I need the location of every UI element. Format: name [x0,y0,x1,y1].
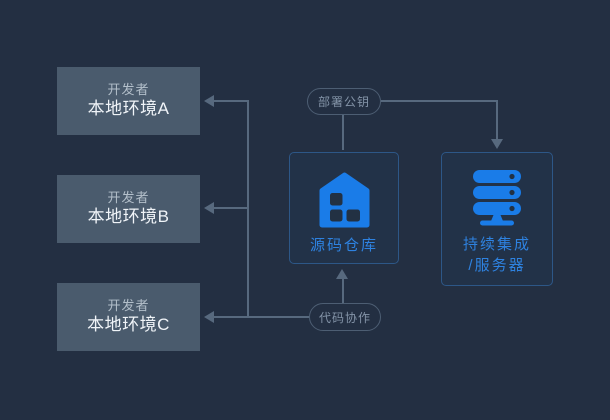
arrow-left-icon-b [204,202,214,214]
repository-house-icon [317,172,372,228]
arrow-left-icon-a [204,95,214,107]
developer-box-b: 开发者 本地环境B [57,175,200,243]
developer-role-label: 开发者 [107,297,150,313]
connector-pill-to-repo [342,114,344,150]
developer-box-a: 开发者 本地环境A [57,67,200,135]
arrow-left-icon-c [204,311,214,323]
ci-server-label-line1: 持续集成 [462,236,531,253]
ci-server-label-line2: /服务器 [468,257,526,274]
developer-env-label: 本地环境C [87,314,170,334]
connector-deploy-horizontal [381,100,498,102]
edge-label-code-collaboration: 代码协作 [309,303,381,331]
developer-role-label: 开发者 [107,81,150,97]
server-icon [469,168,525,227]
developer-env-label: 本地环境B [87,206,170,226]
repository-label: 源码仓库 [309,237,378,254]
developer-role-label: 开发者 [107,189,150,205]
connector-branch-c [213,316,309,318]
arrow-down-icon-ci [491,139,503,149]
ci-server-label: 持续集成 /服务器 [463,234,531,276]
edge-label-deploy-key: 部署公钥 [307,88,381,115]
connector-branch-b [213,207,249,209]
ci-server-box: 持续集成 /服务器 [441,152,553,286]
developer-env-label: 本地环境A [87,98,170,118]
arrow-up-icon-repo [336,269,348,279]
source-repository-box: 源码仓库 [289,152,399,264]
connector-trunk-vertical [247,100,249,318]
developer-box-c: 开发者 本地环境C [57,283,200,351]
connector-branch-a [213,100,247,102]
connector-collab-vertical [342,279,344,303]
connector-deploy-vertical [496,100,498,140]
